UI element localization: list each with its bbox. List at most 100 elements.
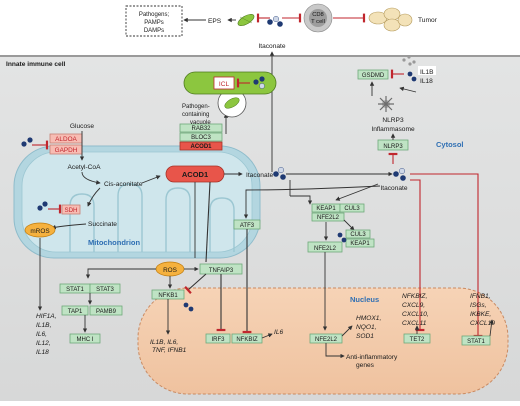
cd8-label: CD8 — [312, 12, 324, 18]
itaconate-cytosol-label: Itaconate — [380, 185, 407, 192]
nfe2l2-to-targets — [341, 325, 353, 337]
nfe2l2-label-2: NFE2L2 — [314, 246, 337, 252]
irf3-box — [205, 333, 231, 344]
glucose-label: Glucose — [70, 123, 95, 130]
mros-target-3: IL12, — [36, 340, 51, 347]
itaconate-dots-central — [393, 167, 406, 181]
cycle-arrow — [87, 187, 101, 207]
nrf2-target-2: SOD1 — [356, 333, 374, 340]
stat3-box — [89, 283, 121, 294]
sdh-box — [61, 204, 81, 215]
itaconate-inhibits-tet2 — [410, 179, 425, 332]
nlrp3-inflammasome-label-1: NLRP3 — [382, 117, 404, 124]
nfe2l2-nuclear-label: NFE2L2 — [315, 337, 338, 343]
nfe2l2-box-1 — [311, 212, 345, 222]
rab32-label: RAB32 — [191, 126, 211, 132]
acetylcoa-to-cisaconitate — [81, 171, 101, 185]
keap1-label-1: KEAP1 — [316, 206, 336, 212]
mitochondrion-label: Mitochondrion — [88, 238, 140, 247]
acod1-label: ACOD1 — [182, 170, 208, 179]
ros-to-stat — [85, 268, 156, 279]
secreted-dots — [402, 55, 416, 66]
vacuole-label-2: containing — [182, 112, 209, 118]
cd8-t-cell — [303, 3, 333, 33]
cisaconitate-to-acod1 — [141, 175, 161, 184]
tet2-target-2: CXCL10, — [402, 311, 429, 318]
keap1-dissociation — [343, 219, 355, 231]
cell-title: Innate immune cell — [6, 61, 66, 68]
il18-label: IL18 — [420, 78, 433, 85]
vacuole-bacterium-icon — [224, 97, 240, 109]
gsdmd-label: GSDMD — [362, 73, 385, 79]
itaconate-dots-nfkb1 — [183, 302, 194, 312]
bloc3-box — [179, 132, 223, 142]
tnfaip3-label: TNFAIP3 — [209, 268, 234, 274]
bloc3-label: BLOC3 — [191, 135, 211, 141]
nlrp3-inflammasome-label-2: Inflammasome — [371, 126, 415, 133]
t-cell-label: T cell — [311, 19, 325, 25]
bacterium-icon — [237, 14, 255, 26]
tet2-label: TET2 — [410, 337, 425, 343]
nfkbiz-label: NFKBIZ — [236, 337, 258, 343]
cul3-box-1 — [339, 203, 365, 213]
stat1-nuclear-box — [461, 335, 491, 346]
ros-label: ROS — [163, 267, 177, 274]
keap1-box-2 — [345, 238, 375, 248]
acod1-small-label: ACOD1 — [190, 144, 212, 150]
il-spacer — [418, 66, 436, 75]
tap1-box — [61, 305, 89, 316]
icl-label: ICL — [219, 81, 230, 88]
mros-label: mROS — [30, 228, 49, 235]
sdh-label: SDH — [64, 207, 77, 214]
tnfaip3-feedback — [205, 181, 211, 263]
inflammasome-to-il — [399, 86, 417, 93]
nfkb-genes-1: IL1B, IL6, — [150, 339, 178, 346]
itaconate-dots-keap1 — [337, 232, 347, 243]
mros-target-2: IL6, — [36, 331, 47, 338]
succinate-label: Succinate — [88, 221, 117, 228]
stat1-nuclear-label: STAT1 — [467, 339, 485, 345]
pathogens-box — [125, 5, 183, 37]
antiinflammatory-label-2: genes — [356, 362, 375, 369]
nfkb-genes-2: TNF, IFNB1 — [152, 347, 187, 354]
tet2-target-3: CXCL11 — [402, 320, 427, 327]
itaconate-to-atf3 — [243, 185, 381, 219]
mros-target-4: IL18 — [36, 349, 49, 356]
mros-target-1: IL1B, — [36, 322, 52, 329]
vacuole-label-3: vacuole — [190, 120, 211, 126]
icl-box — [213, 76, 235, 90]
nfe2l2-to-antiinflammatory — [325, 343, 345, 359]
il1b-label: IL1B — [420, 69, 434, 76]
itaconate-dots-mito — [273, 166, 286, 180]
damps-label: DAMPs — [144, 28, 164, 34]
stat1-target-3: CXCL10 — [470, 320, 495, 327]
cul3-label-1: CUL3 — [344, 206, 360, 212]
irf3-label: IRF3 — [211, 337, 225, 343]
nfkbiz-to-il6 — [261, 333, 273, 339]
nfkbiz-box — [231, 333, 263, 344]
atf3-label: ATF3 — [240, 223, 255, 229]
eps-label: EPS — [208, 18, 222, 25]
tumor-cluster — [368, 7, 413, 32]
cisaconitate-label: Cis-aconitate — [104, 181, 143, 188]
itaconate-dots-sdh — [37, 201, 48, 211]
il6-label: IL6 — [274, 329, 283, 336]
tnfaip3-inhibits-nfkb1 — [184, 273, 207, 295]
mitochondrion — [13, 145, 261, 259]
stat1-target-0: IFNB1, — [470, 293, 491, 300]
itaconate-inhibits-stat1 — [410, 173, 483, 338]
nrf2-target-0: HMOX1, — [356, 315, 381, 322]
cul3-box-2 — [345, 229, 371, 239]
acod1-small-box — [179, 141, 223, 151]
gsdmd-box — [357, 69, 389, 80]
itaconate-to-keap1 — [290, 195, 313, 205]
tumor-label: Tumor — [418, 17, 438, 24]
inflammasome-icon — [378, 96, 394, 112]
tet2-target-1: CXCL9, — [402, 302, 425, 309]
itaconate-dots-icl — [253, 76, 265, 89]
nlrp3-label: NLRP3 — [383, 144, 403, 150]
stat1-target-2: IKBKE, — [470, 311, 491, 318]
mhc-box — [69, 333, 101, 344]
